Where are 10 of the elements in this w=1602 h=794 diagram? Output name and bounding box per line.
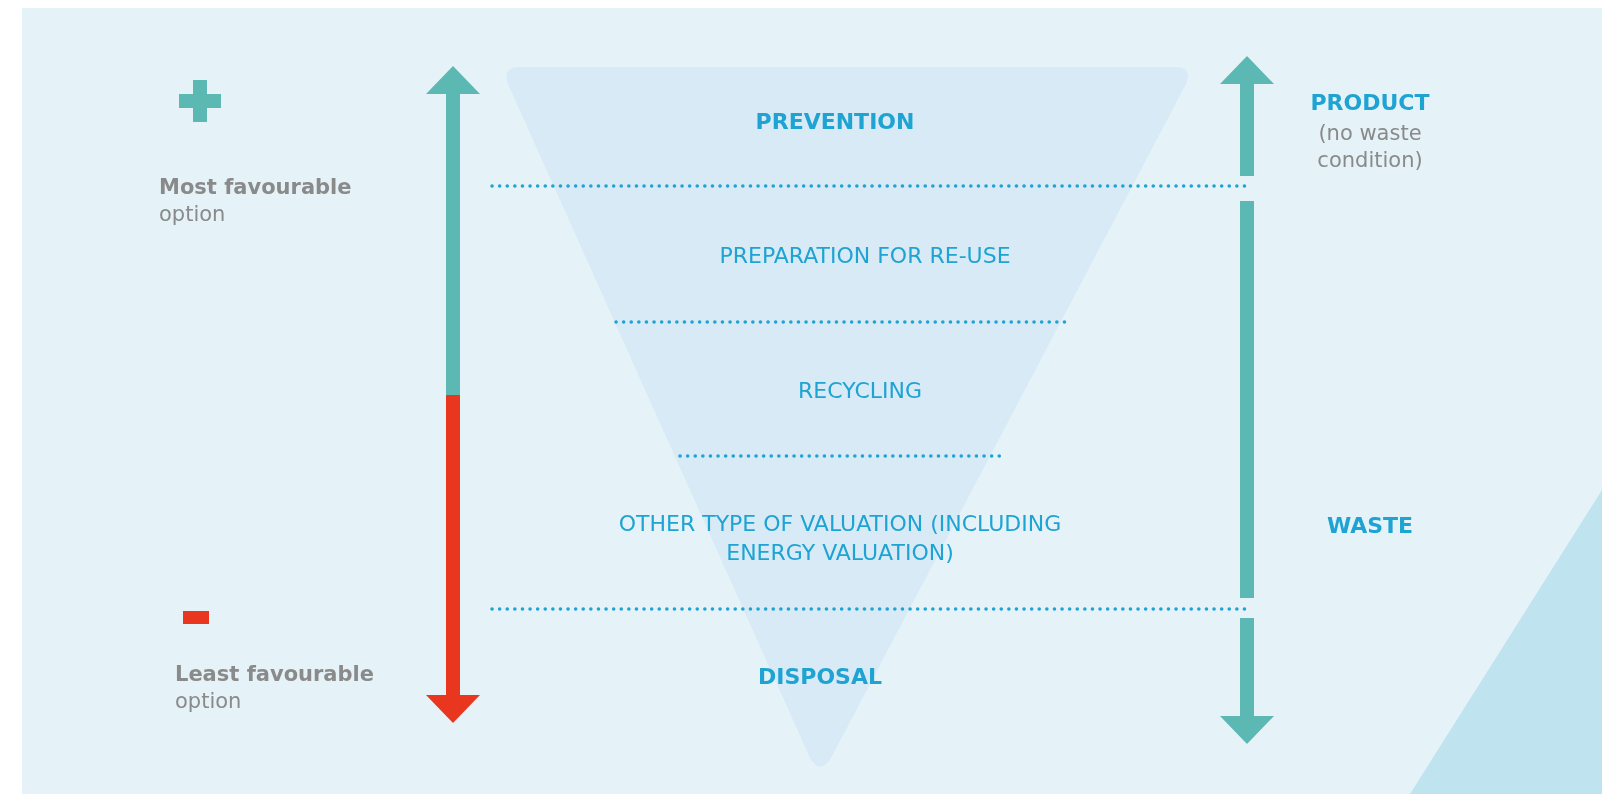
level-label: OTHER TYPE OF VALUATION (INCLUDING ENERGY VALUATION) bbox=[617, 510, 1063, 567]
category-label: PRODUCT bbox=[1309, 89, 1431, 116]
level-label: PREPARATION FOR RE-USE bbox=[719, 241, 1011, 270]
level-label: RECYCLING bbox=[798, 376, 922, 405]
note-text: Least favourable option bbox=[175, 661, 376, 715]
category-label: WASTE bbox=[1325, 512, 1415, 539]
level-label: PREVENTION bbox=[755, 107, 915, 136]
note-text: Most favourable option bbox=[159, 174, 353, 228]
note-text: (no waste condition) bbox=[1316, 120, 1424, 174]
level-label: DISPOSAL bbox=[758, 662, 882, 691]
